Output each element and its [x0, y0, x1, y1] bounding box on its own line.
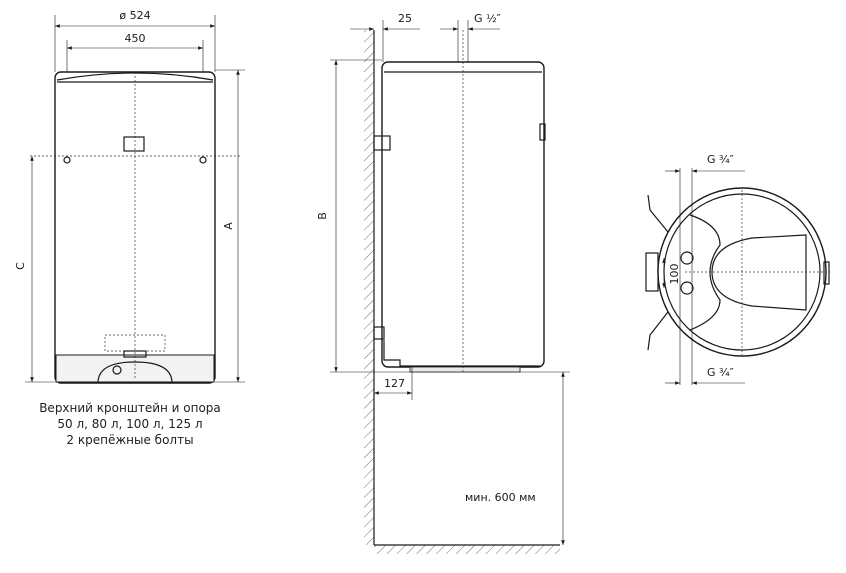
pipe-lower	[680, 281, 694, 295]
thermostat-knob	[123, 136, 145, 152]
caption-line: 50 л, 80 л, 100 л, 125 л	[57, 417, 203, 431]
side-view: B 25 G ½″ 127 мин. 600 мм	[316, 12, 570, 554]
dim-c-label: C	[14, 262, 27, 270]
dim-bracket-label: 450	[125, 32, 146, 45]
caption-line: 2 крепёжные болты	[66, 433, 194, 447]
pipe-upper	[680, 251, 694, 265]
dim-600-label: мин. 600 мм	[465, 491, 536, 504]
dim-g-upper-label: G ¾″	[707, 153, 734, 166]
dim-25-label: 25	[398, 12, 412, 25]
dim-127-label: 127	[384, 377, 405, 390]
dim-g-half-label: G ½″	[474, 12, 501, 25]
front-view-caption: Верхний кронштейн и опора 50 л, 80 л, 10…	[30, 400, 230, 448]
top-view: G ¾″ G ¾″ 100	[645, 153, 830, 385]
dim-g-lower-label: G ¾″	[707, 366, 734, 379]
dim-diameter-label: ø 524	[119, 9, 150, 22]
dim-b-label: B	[316, 212, 329, 220]
bracket	[645, 252, 659, 292]
indicator-icon	[112, 365, 122, 375]
caption-line: Верхний кронштейн и опора	[39, 401, 221, 415]
dim-100-label: 100	[668, 264, 681, 285]
front-view: ø 524 450 A C	[14, 9, 245, 384]
dim-a-label: A	[222, 222, 235, 230]
